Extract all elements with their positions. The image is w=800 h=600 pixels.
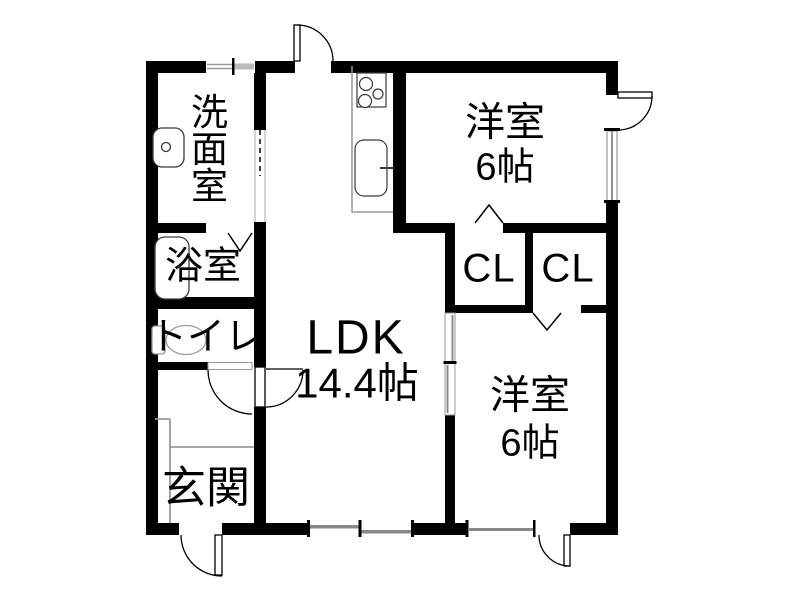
- windows: [207, 58, 620, 537]
- kitchen-counter-icon: [351, 66, 394, 213]
- ldk-label: LDK: [306, 311, 406, 365]
- bathtub-icon: [154, 236, 190, 300]
- bedroom2-window-icon: [465, 520, 536, 537]
- entrance-ldk-wall: [254, 407, 266, 523]
- wash-basin-icon: [152, 127, 185, 168]
- fixtures: [151, 66, 394, 523]
- kitchen-bedroom1-wall: [393, 61, 406, 233]
- closet1-label: CL: [462, 246, 516, 291]
- bathroom-toilet-wall: [158, 297, 254, 309]
- closet2-label: CL: [541, 246, 595, 291]
- bathroom-label: 浴室: [164, 245, 242, 288]
- bedroom1-label: 洋室: [465, 100, 545, 145]
- bedroom1-bottom-wall-right: [503, 223, 606, 233]
- ldk-window-icon: [307, 520, 414, 537]
- ldk-size-label: 14.4帖: [295, 359, 419, 407]
- bedroom1-window-icon: [604, 128, 620, 203]
- washroom-window-icon: [207, 58, 254, 75]
- bedroom1-door-icon: [617, 91, 653, 131]
- entrance-door-icon: [180, 534, 223, 577]
- bedroom1-door-gap: [606, 95, 618, 129]
- hall-ldk-door-icon: [254, 366, 304, 408]
- interior-walls: [158, 61, 606, 523]
- hall-ldk-wall: [254, 222, 266, 367]
- toilet-door-icon: [207, 362, 253, 415]
- bedroom2-ldk-wall: [445, 415, 455, 523]
- closet-bottom-wall-right: [581, 305, 606, 313]
- bathroom-folding-door-icon: [227, 232, 253, 253]
- closet2-folding-door-icon: [532, 312, 562, 332]
- bedroom2-exterior-door-icon: [538, 534, 571, 567]
- toilet-bottom-wall: [158, 362, 208, 370]
- doors: [180, 24, 653, 577]
- entrance-door-gap: [179, 523, 222, 535]
- bedroom2-sliding-door-icon: [443, 312, 457, 416]
- bedroom1-size-label: 6帖: [475, 146, 535, 189]
- bedroom2-label: 洋室: [490, 373, 570, 418]
- toilet-label: トイレ: [148, 316, 264, 359]
- closet-middle-wall: [525, 223, 533, 313]
- toilet-icon: [151, 324, 207, 356]
- closet1-folding-door-icon: [474, 203, 504, 224]
- kitchen-sink-icon: [354, 139, 394, 197]
- bedroom2-door-gap: [535, 523, 570, 535]
- washroom-ldk-wall: [254, 61, 266, 130]
- closet-left-wall: [445, 223, 455, 313]
- folding-door-markers: [227, 203, 562, 332]
- entrance-label: 玄関: [162, 463, 250, 513]
- stove-icon: [356, 72, 387, 109]
- washroom-label: 洗面室: [185, 92, 227, 204]
- back-door-gap: [295, 61, 331, 73]
- bedroom1-bottom-wall-left: [393, 223, 455, 233]
- washroom-sliding-door-icon: [254, 130, 266, 222]
- sliding-doors: [227, 130, 562, 416]
- entrance-step-line: [155, 418, 254, 523]
- back-door-icon: [293, 24, 334, 62]
- bedroom2-size-label: 6帖: [500, 422, 560, 465]
- left-wall: [146, 61, 158, 535]
- closet-bottom-wall-left: [445, 305, 533, 313]
- bathroom-top-wall: [158, 223, 206, 233]
